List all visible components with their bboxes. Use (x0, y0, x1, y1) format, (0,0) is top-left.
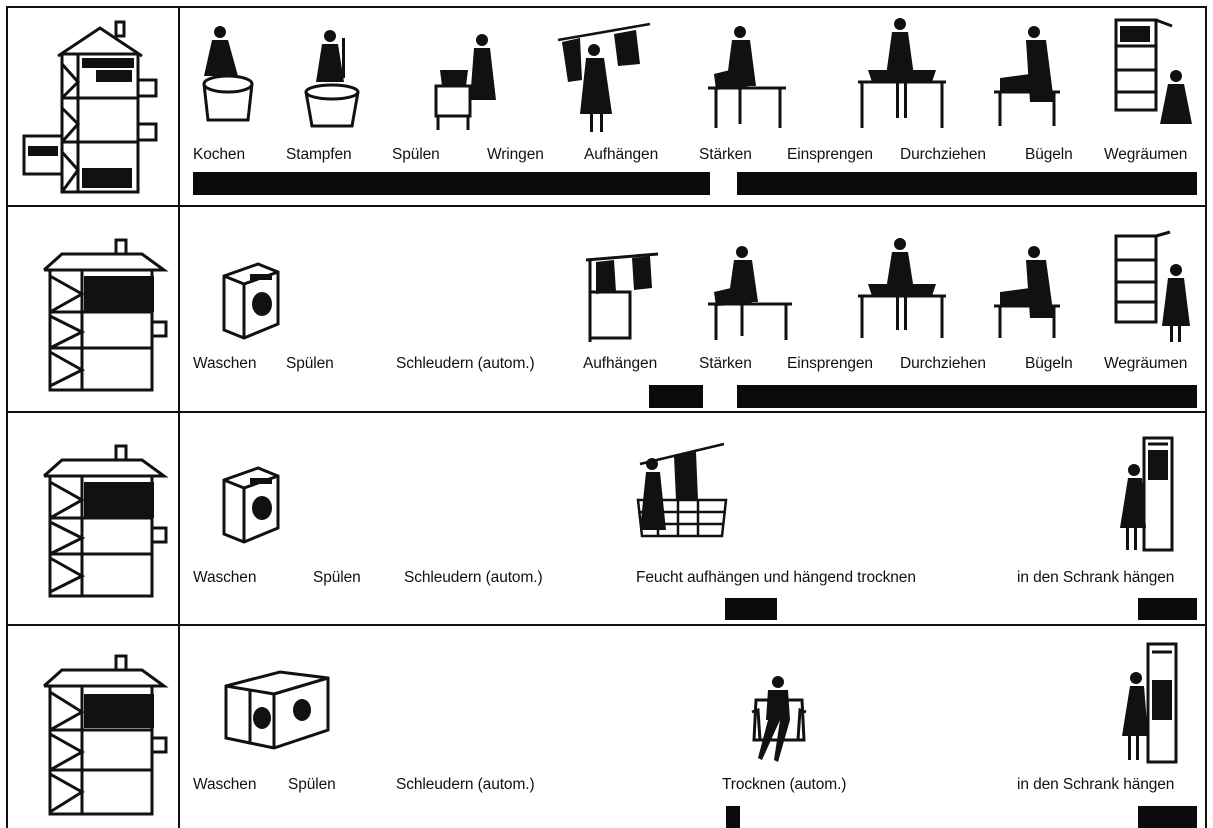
washer-dryer-icon (224, 670, 330, 750)
woman-at-wardrobe-icon (1122, 642, 1178, 764)
step-label-wringen: Wringen (487, 146, 544, 163)
step-label-spuelen: Spülen (392, 146, 440, 163)
woman-at-wardrobe-icon (1120, 436, 1174, 552)
step-label-spuelen: Spülen (313, 569, 361, 586)
woman-starching-icon (708, 26, 786, 128)
woman-ironing-icon (994, 246, 1060, 338)
column-divider (178, 6, 180, 828)
step-label-waschen: Waschen (193, 776, 257, 793)
manual-work-bar (1138, 598, 1197, 620)
manual-work-bar (737, 385, 1197, 408)
manual-work-bar (193, 172, 710, 195)
woman-wringing-laundry-icon (557, 22, 651, 132)
woman-stamping-laundry-icon (304, 30, 360, 128)
manual-work-bar (726, 806, 740, 828)
step-label-kochen: Kochen (193, 146, 245, 163)
house-laundry-upper-floor-icon (43, 444, 169, 598)
step-label-einsprengen: Einsprengen (787, 146, 873, 163)
house-laundry-upper-floor-icon (43, 654, 169, 816)
laundry-on-line-icon (585, 252, 659, 342)
manual-work-bar (1138, 806, 1197, 828)
manual-work-bar (725, 598, 777, 620)
step-label-schleudern: Schleudern (autom.) (404, 569, 543, 586)
step-label-schleudern: Schleudern (autom.) (396, 776, 535, 793)
step-label-spuelen: Spülen (286, 355, 334, 372)
step-label-staerken: Stärken (699, 146, 752, 163)
step-label-buegeln: Bügeln (1025, 355, 1073, 372)
woman-ironing-icon (994, 26, 1060, 126)
woman-sprinkling-icon (858, 18, 946, 128)
woman-at-cupboard-icon (1114, 18, 1192, 124)
row-divider (6, 624, 1207, 626)
step-label-staerken: Stärken (699, 355, 752, 372)
woman-sprinkling-icon (858, 238, 946, 338)
step-label-waschen: Waschen (193, 569, 257, 586)
row-divider (6, 411, 1207, 413)
woman-hanging-laundry-icon (636, 442, 728, 538)
step-label-spuelen: Spülen (288, 776, 336, 793)
step-label-aufhaengen: Aufhängen (583, 355, 658, 372)
table-frame (6, 6, 1207, 828)
step-label-einsprengen: Einsprengen (787, 355, 873, 372)
washing-machine-icon (222, 466, 280, 544)
step-label-trocknen: Trocknen (autom.) (722, 776, 847, 793)
step-label-feucht-aufhaengen: Feucht aufhängen und hängend trocknen (636, 569, 916, 586)
step-label-durchziehen: Durchziehen (900, 355, 986, 372)
woman-boiling-laundry-icon (202, 26, 254, 122)
woman-rinsing-laundry-icon (434, 34, 496, 130)
step-label-in-den-schrank: in den Schrank hängen (1017, 776, 1175, 793)
step-label-wegraeumen: Wegräumen (1104, 355, 1188, 372)
woman-starching-icon (708, 246, 792, 340)
house-laundry-upper-floor-icon (43, 238, 169, 392)
woman-in-armchair-icon (751, 676, 807, 762)
woman-at-cupboard-icon (1114, 230, 1190, 342)
manual-work-bar (737, 172, 1197, 195)
step-label-durchziehen: Durchziehen (900, 146, 986, 163)
row-divider (6, 205, 1207, 207)
step-label-in-den-schrank: in den Schrank hängen (1017, 569, 1175, 586)
step-label-wegraeumen: Wegräumen (1104, 146, 1188, 163)
washing-machine-icon (222, 262, 280, 340)
step-label-stampfen: Stampfen (286, 146, 352, 163)
step-label-waschen: Waschen (193, 355, 257, 372)
step-label-buegeln: Bügeln (1025, 146, 1073, 163)
manual-work-bar (649, 385, 703, 408)
step-label-aufhaengen: Aufhängen (584, 146, 659, 163)
house-laundry-in-basement-icon (22, 20, 158, 194)
step-label-schleudern: Schleudern (autom.) (396, 355, 535, 372)
